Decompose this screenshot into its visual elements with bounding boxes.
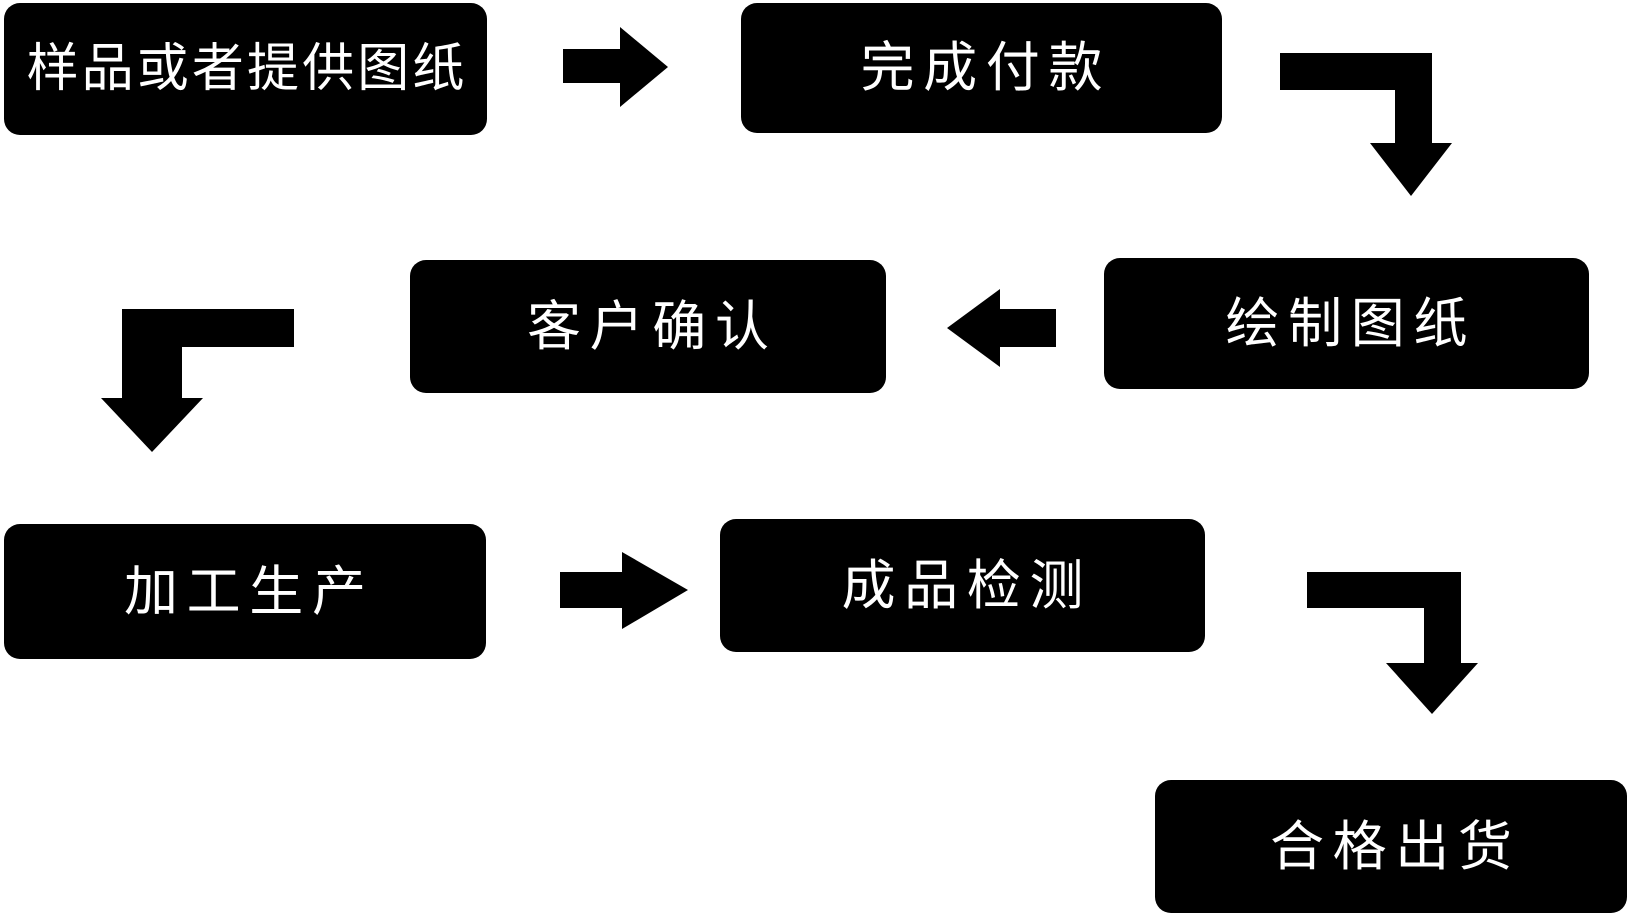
- arrow-elbow-right-down-icon: [1307, 572, 1478, 714]
- flow-node-draw-drawings: 绘制图纸: [1104, 258, 1589, 389]
- flow-node-customer-confirm: 客户确认: [410, 260, 886, 393]
- arrow-elbow-right-down-icon: [1280, 53, 1452, 196]
- arrow-right-icon: [560, 552, 688, 629]
- arrow-right-icon: [563, 27, 668, 107]
- flow-node-qualified-shipment: 合格出货: [1155, 780, 1627, 913]
- flow-node-complete-payment: 完成付款: [741, 3, 1222, 133]
- flow-node-finished-product-inspection: 成品检测: [720, 519, 1205, 652]
- flow-node-processing-production: 加工生产: [4, 524, 486, 659]
- flow-node-sample-or-drawings: 样品或者提供图纸: [4, 3, 487, 135]
- arrow-elbow-left-down-icon: [101, 309, 294, 452]
- arrow-left-icon: [947, 289, 1056, 367]
